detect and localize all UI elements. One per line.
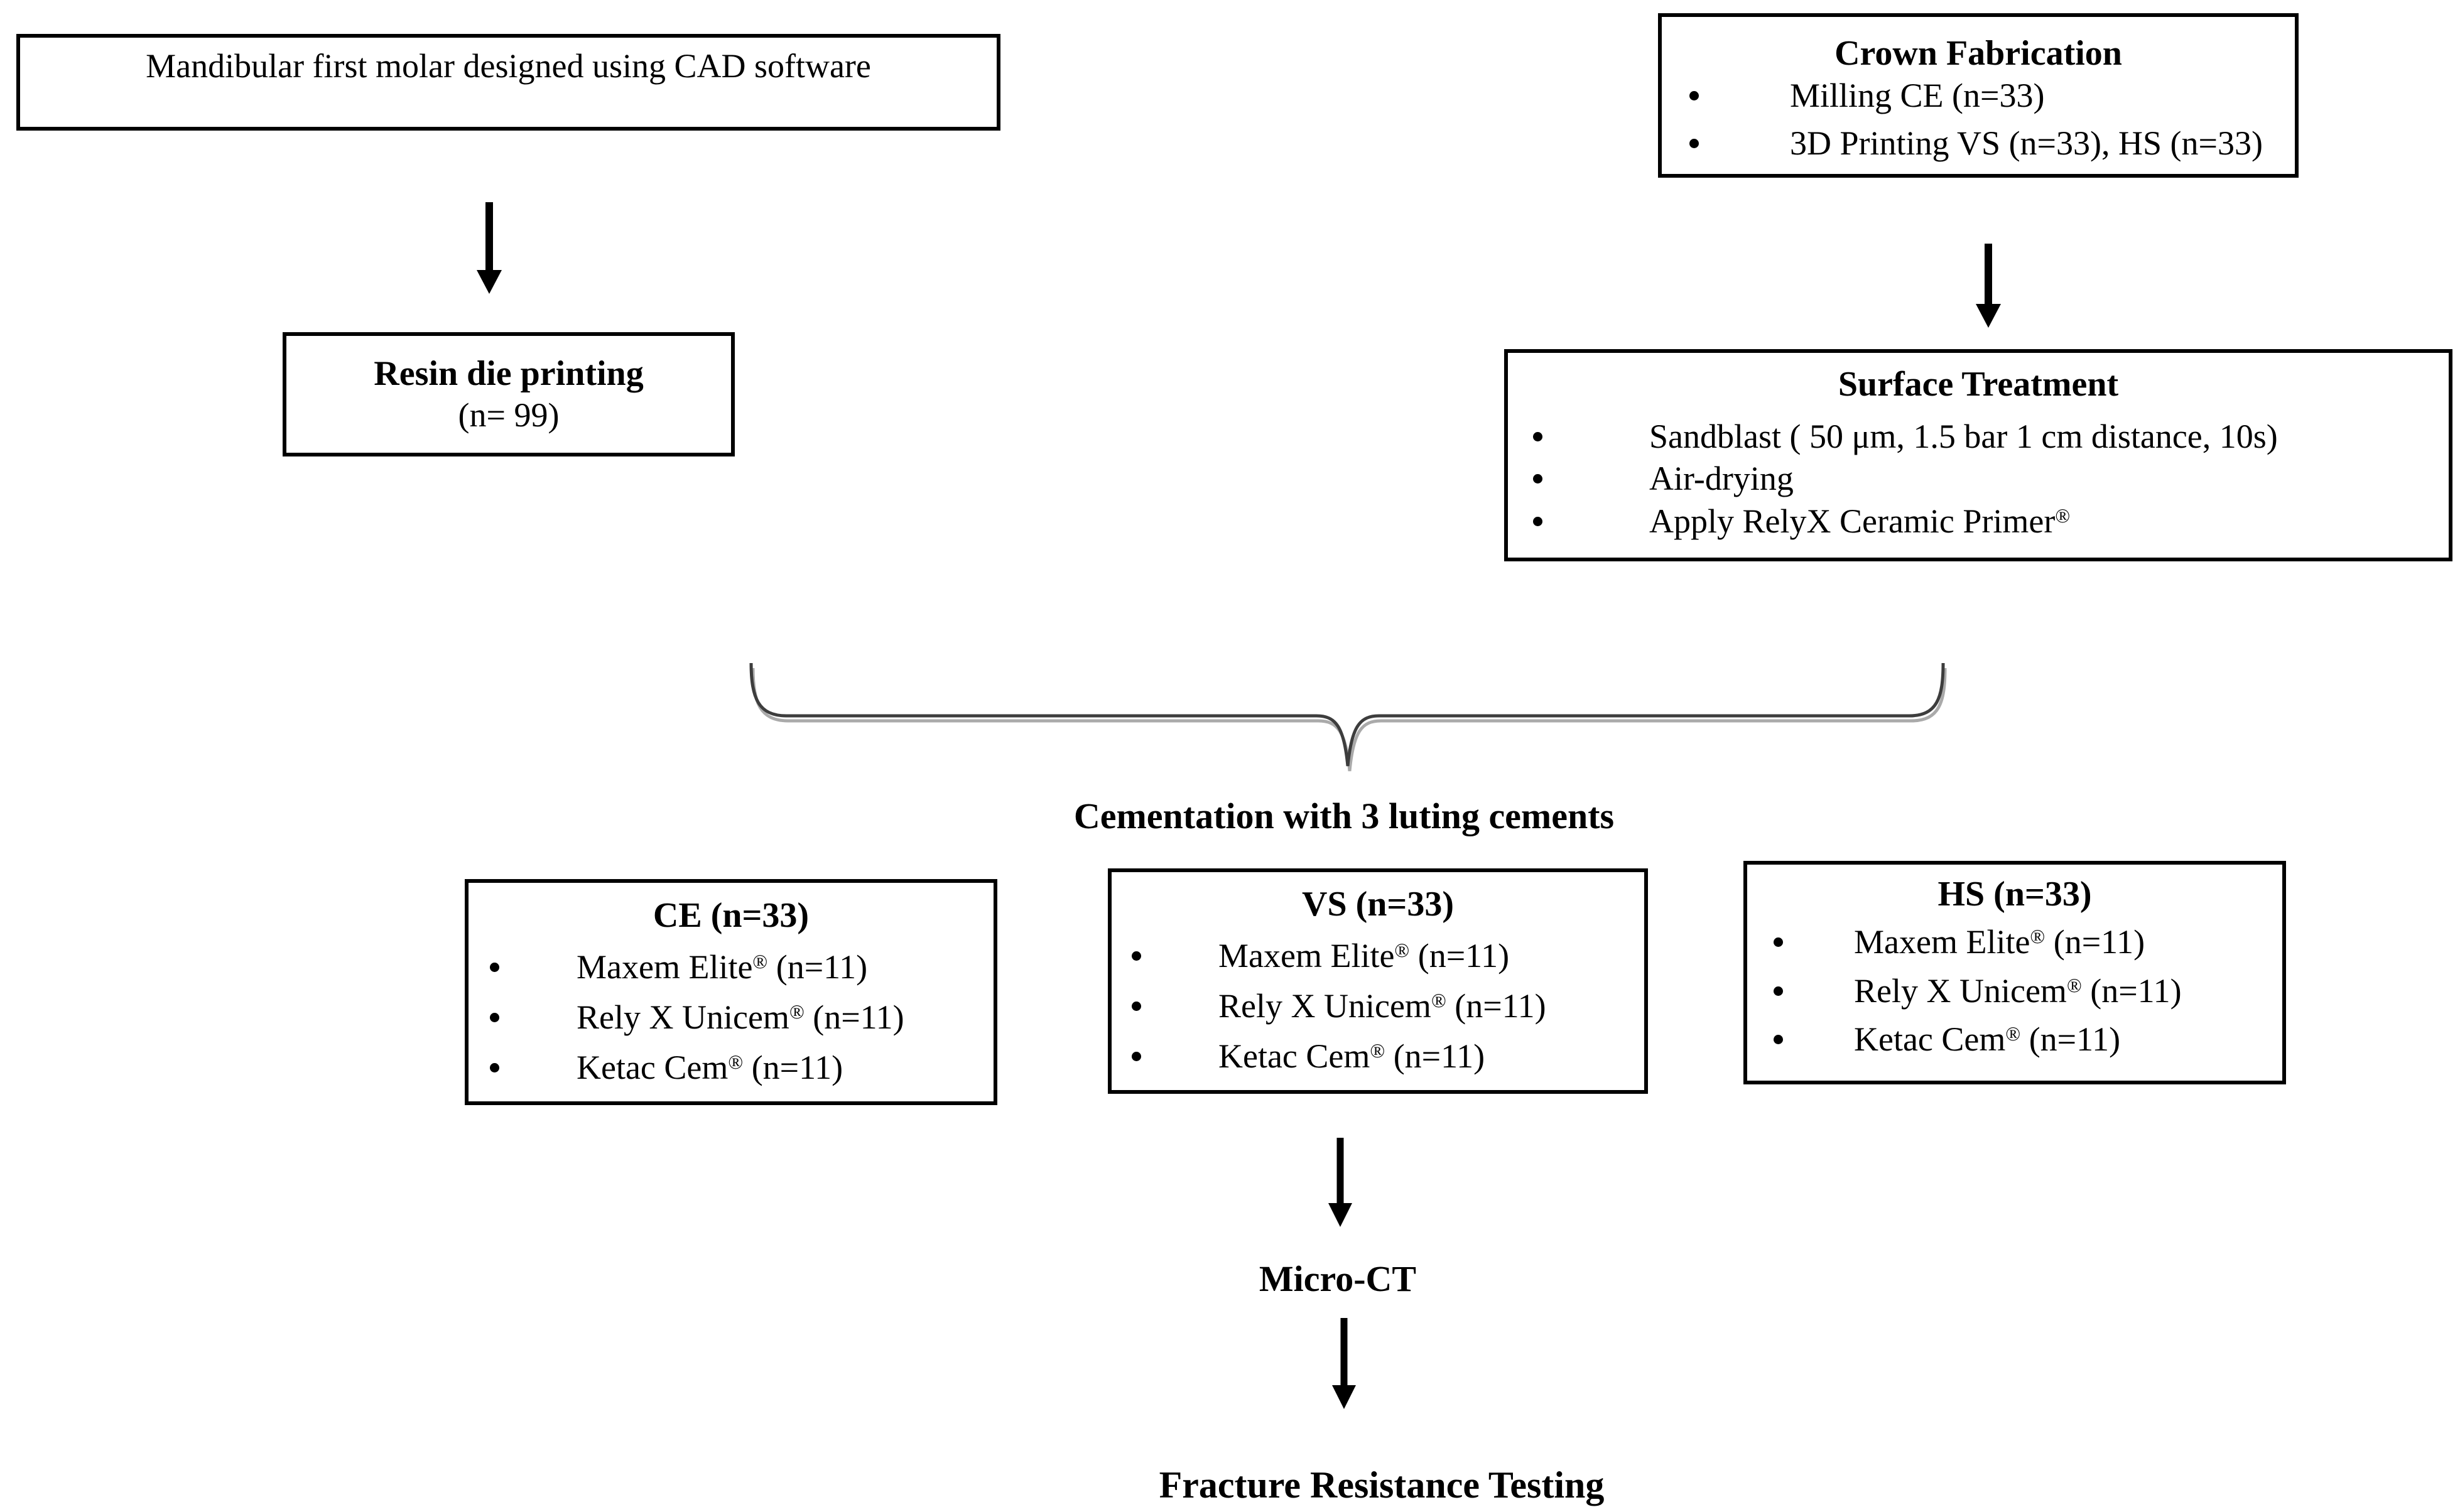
box-vs-group: VS (n=33) Maxem Elite® (n=11) Rely X Uni…: [1108, 868, 1648, 1094]
bullet-dot: [490, 962, 499, 972]
resin-die-content: Resin die printing (n= 99): [286, 336, 731, 453]
list-item: Sandblast ( 50 μm, 1.5 bar 1 cm distance…: [1533, 415, 2278, 458]
bullet-dot: [1533, 516, 1542, 526]
bullet-dot: [1689, 138, 1699, 148]
list-item-text: Rely X Unicem® (n=11): [1854, 972, 2182, 1010]
fracture-resistance-label: Fracture Resistance Testing: [1159, 1464, 1605, 1506]
bullet-dot: [1774, 986, 1783, 996]
box-surface-treatment: Surface Treatment Sandblast ( 50 μm, 1.5…: [1504, 349, 2452, 561]
down-arrow-icon: [477, 202, 502, 294]
bullet-dot: [1533, 431, 1542, 441]
list-item-text: Maxem Elite® (n=11): [577, 948, 868, 986]
list-item-text: Apply RelyX Ceramic Primer®: [1649, 502, 2071, 540]
down-arrow-icon: [1976, 244, 2001, 328]
bullet-dot: [490, 1012, 499, 1022]
bullet-dot: [1533, 473, 1542, 483]
list-item-text: 3D Printing VS (n=33), HS (n=33): [1790, 124, 2263, 162]
bullet-dot: [1132, 1001, 1141, 1011]
bullet-dot: [1132, 951, 1141, 961]
list-item: Rely X Unicem® (n=11): [1774, 969, 2182, 1012]
box-resin-die-printing: Resin die printing (n= 99): [283, 332, 735, 456]
hs-group-title: HS (n=33): [1937, 875, 2092, 914]
list-item: Ketac Cem® (n=11): [1132, 1035, 1485, 1077]
list-item: Rely X Unicem® (n=11): [1132, 985, 1546, 1027]
list-item: Apply RelyX Ceramic Primer®: [1533, 500, 2070, 543]
list-item-text: Ketac Cem® (n=11): [577, 1049, 843, 1086]
list-item-text: Maxem Elite® (n=11): [1854, 923, 2145, 961]
bullet-dot: [1132, 1051, 1141, 1061]
list-item: Maxem Elite® (n=11): [1132, 934, 1509, 977]
resin-die-count: (n= 99): [458, 396, 560, 434]
box-ce-group: CE (n=33) Maxem Elite® (n=11) Rely X Uni…: [465, 879, 997, 1105]
list-item-text: Maxem Elite® (n=11): [1218, 937, 1510, 975]
micro-ct-label: Micro-CT: [1259, 1258, 1417, 1299]
list-item: Milling CE (n=33): [1689, 74, 2044, 117]
list-item: 3D Printing VS (n=33), HS (n=33): [1689, 122, 2263, 165]
down-arrow-icon: [1328, 1138, 1352, 1227]
bullet-dot: [1774, 937, 1783, 947]
list-item: Maxem Elite® (n=11): [1774, 921, 2145, 963]
crown-fabrication-title: Crown Fabrication: [1834, 34, 2122, 73]
surface-treatment-title: Surface Treatment: [1838, 365, 2119, 404]
list-item: Ketac Cem® (n=11): [1774, 1018, 2120, 1061]
list-item: Air-drying: [1533, 457, 1794, 500]
bullet-dot: [1774, 1034, 1783, 1044]
box-hs-group: HS (n=33) Maxem Elite® (n=11) Rely X Uni…: [1743, 861, 2286, 1084]
cad-design-text: Mandibular first molar designed using CA…: [146, 47, 871, 85]
list-item-text: Ketac Cem® (n=11): [1854, 1020, 2121, 1058]
list-item: Ketac Cem® (n=11): [490, 1046, 843, 1089]
list-item-text: Rely X Unicem® (n=11): [1218, 987, 1546, 1025]
list-item-text: Rely X Unicem® (n=11): [577, 998, 904, 1036]
vs-group-title: VS (n=33): [1302, 885, 1454, 924]
curly-brace-icon: [749, 662, 1947, 772]
box-cad-design: Mandibular first molar designed using CA…: [16, 34, 1000, 131]
list-item-text: Air-drying: [1649, 460, 1794, 497]
cementation-label: Cementation with 3 luting cements: [1073, 796, 1615, 836]
list-item-text: Milling CE (n=33): [1790, 77, 2045, 114]
list-item: Maxem Elite® (n=11): [490, 946, 867, 988]
box-crown-fabrication: Crown Fabrication Milling CE (n=33) 3D P…: [1658, 13, 2299, 178]
list-item-text: Ketac Cem® (n=11): [1218, 1037, 1485, 1075]
bullet-dot: [490, 1062, 499, 1072]
list-item: Rely X Unicem® (n=11): [490, 996, 904, 1039]
list-item-text: Sandblast ( 50 μm, 1.5 bar 1 cm distance…: [1649, 418, 2278, 455]
bullet-dot: [1689, 90, 1699, 100]
resin-die-title: Resin die printing: [374, 354, 644, 393]
down-arrow-icon: [1332, 1318, 1356, 1409]
ce-group-title: CE (n=33): [653, 896, 810, 935]
